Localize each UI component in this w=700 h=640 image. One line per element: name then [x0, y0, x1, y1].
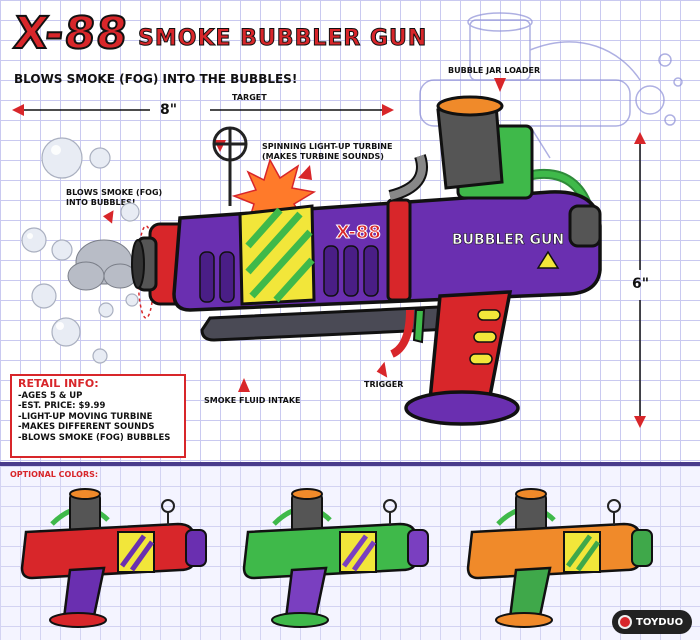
retail-item: -BLOWS SMOKE (FOG) BUBBLES [18, 432, 171, 443]
retail-item: -EST. PRICE: $9.99 [18, 401, 106, 411]
retail-item: -AGES 5 & UP [18, 390, 83, 401]
callout-turbine-line1: SPINNING LIGHT-UP TURBINE [262, 142, 393, 151]
tagline: BLOWS SMOKE (FOG) INTO THE BUBBLES! [14, 72, 298, 86]
length-dimension-arrow [12, 104, 394, 116]
logo-text: TOYDUO [636, 616, 684, 628]
brand-logo: TOYDUO [612, 610, 692, 634]
retail-info-title: RETAIL INFO: [18, 377, 99, 390]
callout-smoke-fluid-intake: SMOKE FLUID INTAKE [204, 396, 301, 405]
main-concept-panel: X-88 SMOKE BUBBLER GUN BLOWS SMOKE (FOG)… [10, 7, 683, 458]
logo-badge-icon [618, 615, 632, 629]
retail-item: -MAKES DIFFERENT SOUNDS [18, 422, 155, 432]
color-variant-1 [20, 488, 207, 628]
callout-target: TARGET [232, 93, 267, 102]
gun-illustration [131, 95, 602, 426]
color-variant-3 [466, 488, 653, 628]
retail-item: -LIGHT-UP MOVING TURBINE [18, 411, 153, 422]
callout-blows-line2: INTO BUBBLES! [66, 198, 136, 207]
product-title: SMOKE BUBBLER GUN [137, 26, 428, 52]
gun-side-logo: X-88 [336, 222, 382, 244]
retail-info-box: RETAIL INFO: -AGES 5 & UP -EST. PRICE: $… [10, 374, 186, 458]
length-dimension-label: 8" [160, 102, 178, 118]
callout-blows-line1: BLOWS SMOKE (FOG) [66, 188, 163, 197]
optional-colors-title: OPTIONAL COLORS: [10, 470, 99, 479]
color-variant-2 [242, 488, 429, 628]
callout-trigger: TRIGGER [364, 380, 404, 389]
height-dimension-arrow [634, 132, 646, 428]
gun-body-text: BUBBLER GUN [452, 232, 565, 249]
callout-bubble-jar-loader: BUBBLE JAR LOADER [448, 66, 541, 75]
section-divider [0, 462, 700, 466]
height-dimension-label: 6" [632, 276, 650, 292]
callout-turbine-line2: (MAKES TURBINE SOUNDS) [262, 152, 384, 161]
